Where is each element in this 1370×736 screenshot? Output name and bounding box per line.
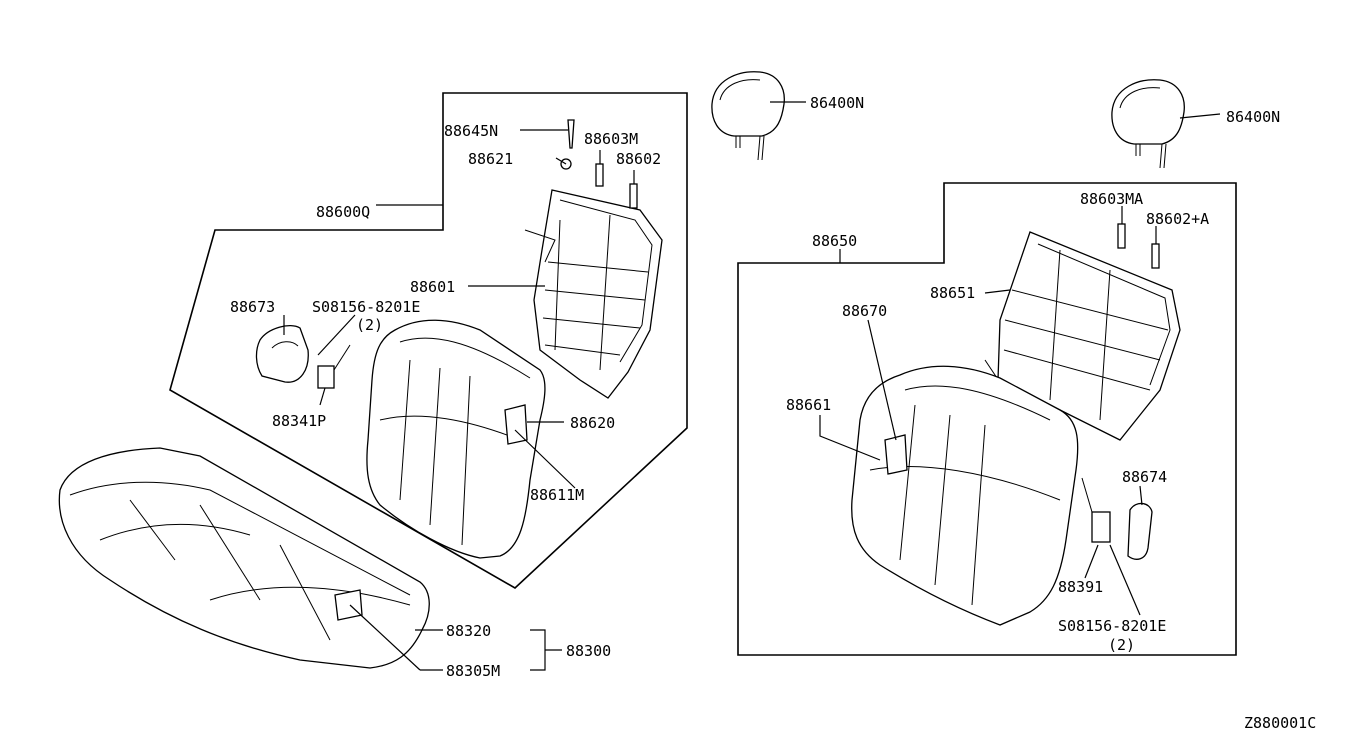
label-88651: 88651 [930,284,975,302]
seatback-frame-right [984,231,1181,441]
label-88341P: 88341P [272,412,326,430]
label-88603MA: 88603MA [1080,190,1143,208]
label-88603M: 88603M [584,130,638,148]
headrest-left [711,71,785,161]
label-88300: 88300 [566,642,611,660]
label-08156-left: S08156-8201E [312,298,420,316]
label-88602: 88602 [616,150,661,168]
label-88670: 88670 [842,302,887,320]
right-group-frame [737,182,1237,656]
seat-cushion [58,447,430,669]
label-88611M: 88611M [530,486,584,504]
label-88391: 88391 [1058,578,1103,596]
diagram-id: Z880001C [1244,714,1316,732]
label-88601: 88601 [410,278,455,296]
label-88661: 88661 [786,396,831,414]
label-88645N: 88645N [444,122,498,140]
label-88305M: 88305M [446,662,500,680]
label-88674: 88674 [1122,468,1167,486]
label-86400N-right: 86400N [1226,108,1280,126]
part-labels: 88645N 88603M 88621 88602 88600Q 88601 8… [230,94,1316,732]
label-86400N-left: 86400N [810,94,864,112]
label-88673: 88673 [230,298,275,316]
headrest-right [1111,79,1185,169]
latch-88391 [1081,477,1111,543]
label-qty-right: (2) [1108,636,1135,654]
armrest-trim-88674 [1127,502,1153,560]
seatback-cushion-left [366,319,546,559]
leader-lines [283,101,1221,671]
label-88600Q: 88600Q [316,203,370,221]
label-08156-right: S08156-8201E [1058,617,1166,635]
left-group-frame [169,92,688,589]
armrest-trim-88673 [255,325,309,383]
seatback-cushion-right [851,365,1079,626]
label-88602A: 88602+A [1146,210,1209,228]
label-88650: 88650 [812,232,857,250]
label-88620: 88620 [570,414,615,432]
latch-88341P [317,344,351,389]
label-qty-left: (2) [356,316,383,334]
label-88621: 88621 [468,150,513,168]
label-88320: 88320 [446,622,491,640]
seatback-frame-left [524,189,663,399]
bolts [560,119,1160,269]
